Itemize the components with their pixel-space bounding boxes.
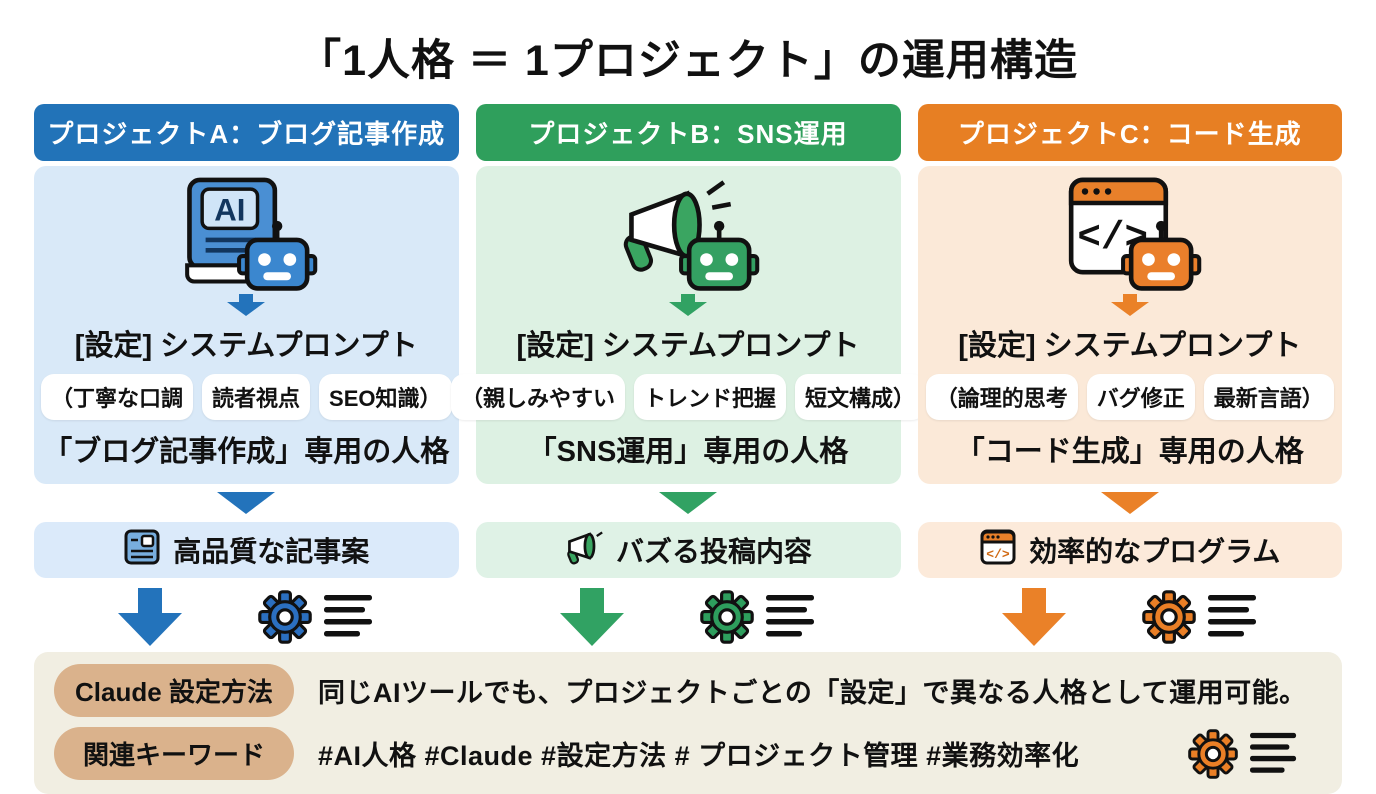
project-column-a: プロジェクトA：ブログ記事作成 AI [設定] システムプロンプト — [34, 104, 459, 648]
tag: トレンド把握 — [634, 374, 787, 420]
svg-text:</>: </> — [986, 547, 1010, 562]
tag: （親しみやすい — [450, 374, 625, 420]
project-b-card: [設定] システムプロンプト （親しみやすい トレンド把握 短文構成） 「SNS… — [450, 166, 926, 484]
code-window-icon: </> — [979, 528, 1017, 573]
tag: （論理的思考 — [925, 374, 1078, 420]
tag-list: （論理的思考 バグ修正 最新言語） — [924, 374, 1337, 420]
down-triangle-icon — [1100, 492, 1159, 514]
flow-row — [34, 586, 459, 648]
persona-label: 「コード生成」専用の人格 — [955, 436, 1304, 468]
output-box: </> 効率的なプログラム — [917, 522, 1342, 578]
output-box: 高品質な記事案 — [34, 522, 459, 578]
summary-row-setting: Claude 設定方法 同じAIツールでも、プロジェクトごとの「設定」で異なる人… — [54, 664, 1322, 717]
gear-icon — [258, 590, 313, 644]
output-label: バズる投稿内容 — [615, 536, 812, 567]
keywords-text: #AI人格 #Claude #設定方法 # プロジェクト管理 #業務効率化 — [318, 741, 1080, 771]
tag: 読者視点 — [202, 374, 311, 420]
summary-panel: Claude 設定方法 同じAIツールでも、プロジェクトごとの「設定」で異なる人… — [34, 652, 1342, 794]
tag: バグ修正 — [1086, 374, 1195, 420]
big-down-arrow-icon — [1001, 588, 1066, 646]
output-box: バズる投稿内容 — [475, 522, 901, 578]
project-column-c: プロジェクトC：コード生成 </> [設定] システムプロンプト — [917, 104, 1343, 648]
persona-label: 「ブログ記事作成」専用の人格 — [43, 436, 450, 468]
tag: SEO知識） — [319, 374, 452, 420]
text-lines-icon — [766, 595, 814, 637]
tag-list: （丁寧な口調 読者視点 SEO知識） — [40, 374, 453, 420]
setting-label: [設定] システムプロンプト — [516, 330, 860, 362]
down-arrow-icon — [482, 294, 895, 316]
big-down-arrow-icon — [560, 588, 624, 646]
tag: 短文構成） — [795, 374, 926, 420]
claude-setting-label: Claude 設定方法 — [54, 664, 294, 717]
big-down-arrow-icon — [118, 588, 183, 646]
down-triangle-icon — [659, 492, 717, 514]
tag: 最新言語） — [1203, 374, 1334, 420]
down-arrow-icon — [40, 294, 453, 316]
summary-row-keywords: 関連キーワード #AI人格 #Claude #設定方法 # プロジェクト管理 #… — [54, 727, 1322, 780]
flow-row — [918, 586, 1343, 648]
project-c-header: プロジェクトC：コード生成 — [917, 104, 1342, 161]
output-label: 高品質な記事案 — [173, 536, 370, 567]
page-title: 「1人格 ＝ 1プロジェクト」の運用構造 — [298, 37, 1078, 85]
flow-row — [476, 586, 901, 648]
project-c-card: </> [設定] システムプロンプト （論理的思考 バグ修正 最新言語） 「コー… — [917, 166, 1342, 484]
newspaper-icon — [123, 528, 161, 573]
project-columns: プロジェクトA：ブログ記事作成 AI [設定] システムプロンプト — [0, 104, 1376, 648]
setting-label: [設定] システムプロンプト — [74, 330, 418, 362]
gear-icon — [1141, 590, 1196, 644]
code-window-robot-icon: </> — [924, 174, 1337, 292]
tag: （丁寧な口調 — [41, 374, 194, 420]
gear-icon — [1188, 728, 1238, 779]
output-label: 効率的なプログラム — [1029, 536, 1281, 567]
down-triangle-icon — [217, 492, 276, 514]
project-a-header: プロジェクトA：ブログ記事作成 — [34, 104, 459, 161]
related-keywords-label: 関連キーワード — [54, 727, 294, 780]
svg-text:AI: AI — [215, 192, 246, 227]
megaphone-icon — [564, 528, 604, 573]
project-a-card: AI [設定] システムプロンプト （丁寧な口調 読者視点 SEO知識） 「ブロ… — [34, 166, 459, 484]
persona-label: 「SNS運用」専用の人格 — [527, 436, 849, 468]
setting-label: [設定] システムプロンプト — [958, 330, 1302, 362]
down-arrow-icon — [924, 294, 1337, 316]
gear-icon — [700, 590, 754, 644]
text-lines-icon — [1250, 732, 1297, 773]
tag-list: （親しみやすい トレンド把握 短文構成） — [450, 374, 926, 420]
summary-text: 同じAIツールでも、プロジェクトごとの「設定」で異なる人格として運用可能。 — [318, 678, 1307, 708]
text-lines-icon — [324, 595, 373, 637]
ai-book-robot-icon: AI — [40, 174, 453, 292]
megaphone-robot-icon — [482, 174, 895, 292]
project-b-header: プロジェクトB：SNS運用 — [475, 104, 901, 161]
text-lines-icon — [1207, 595, 1256, 637]
project-column-b: プロジェクトB：SNS運用 [設定] システムプロンプト — [450, 104, 926, 648]
